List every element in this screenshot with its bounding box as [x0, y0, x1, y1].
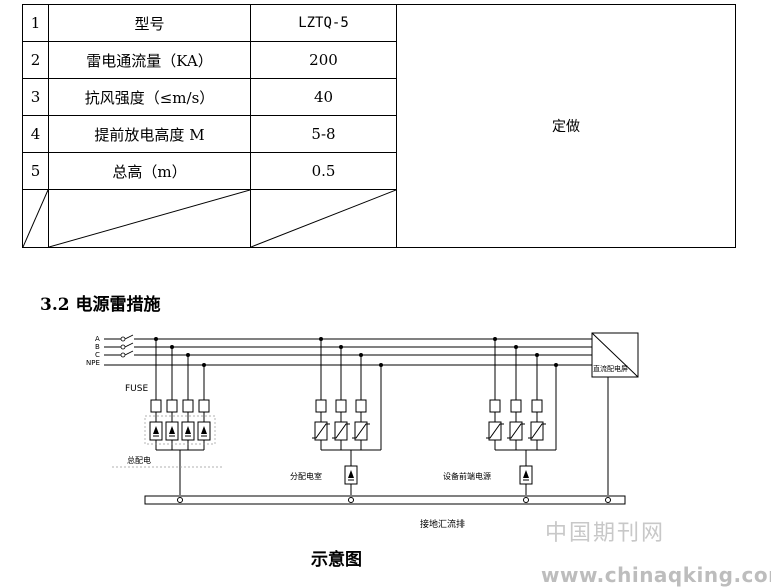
row-number: 1 — [22, 4, 49, 42]
row-number: 4 — [22, 115, 49, 153]
power-bus — [104, 338, 592, 366]
line-label-npe: NPE — [86, 359, 100, 367]
param-value: 0.5 — [250, 152, 397, 190]
watermark-brand: 中国期刊网 — [545, 521, 666, 546]
table-row: 3 抗风强度（≤m/s） 40 — [22, 78, 736, 116]
equipment-label: 设备前端电源 — [443, 471, 491, 481]
diagonal-cell — [250, 189, 397, 248]
diagonal-line — [251, 190, 396, 247]
merged-note-cell: 定做 — [396, 4, 736, 248]
sub-panel-label: 分配电室 — [290, 471, 322, 481]
diagonal-cell — [22, 189, 49, 248]
ground-bus-bar — [144, 495, 626, 505]
row-number: 3 — [22, 78, 49, 116]
surge-protection-diagram: A B C NPE — [86, 332, 639, 530]
param-name: 抗风强度（≤m/s） — [48, 78, 251, 116]
row-number: 5 — [22, 152, 49, 190]
row-number: 2 — [22, 41, 49, 79]
diagonal-line — [23, 190, 48, 247]
ground-bar-label: 接地汇流排 — [420, 518, 465, 530]
param-name: 提前放电高度 M — [48, 115, 251, 153]
param-name: 雷电通流量（KA） — [48, 41, 251, 79]
line-label-b: B — [95, 343, 100, 351]
table-row: 5 总高（m） 0.5 — [22, 152, 736, 190]
param-name: 总高（m） — [48, 152, 251, 190]
dc-panel — [591, 332, 639, 495]
dc-panel-label: 直流配电屏 — [593, 364, 628, 373]
line-label-c: C — [95, 351, 100, 359]
param-value: 5-8 — [250, 115, 397, 153]
watermark-url: www.chinaqking.com — [541, 563, 771, 587]
table-row: 1 型号 LZTQ-5 定做 — [22, 4, 736, 248]
equipment-spd-group — [485, 337, 558, 495]
fuse-label: FUSE — [125, 384, 148, 394]
caption-text: 示意图 — [311, 550, 362, 570]
param-value: 200 — [250, 41, 397, 79]
main-distribution-spd-group — [112, 337, 222, 495]
param-value: 40 — [250, 78, 397, 116]
main-switch — [120, 334, 134, 358]
section-heading: 3.2 电源雷措施 — [40, 295, 161, 315]
param-name: 型号 — [48, 4, 251, 42]
table-row: 2 雷电通流量（KA） 200 — [22, 41, 736, 79]
diagonal-line — [49, 190, 250, 247]
spec-table: 1 型号 LZTQ-5 定做 2 雷电通流量（KA） 200 3 抗风强度（≤m… — [22, 4, 736, 248]
param-value: LZTQ-5 — [250, 4, 397, 42]
table-row-empty — [22, 189, 736, 248]
diagonal-cell — [48, 189, 251, 248]
diagram-caption: 示意图 — [0, 545, 771, 570]
sub-distribution-spd-group — [311, 337, 383, 495]
main-panel-label: 总配电 — [127, 455, 151, 465]
line-label-a: A — [95, 335, 100, 343]
